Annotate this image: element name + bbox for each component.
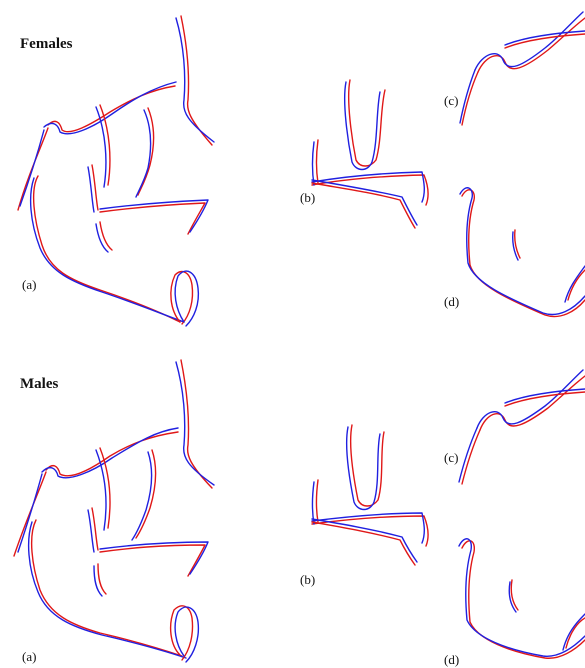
males-panel-c [459,370,585,484]
males-panel-b [312,425,428,565]
males-panel-d [459,539,585,659]
males-panel-a [14,360,214,662]
